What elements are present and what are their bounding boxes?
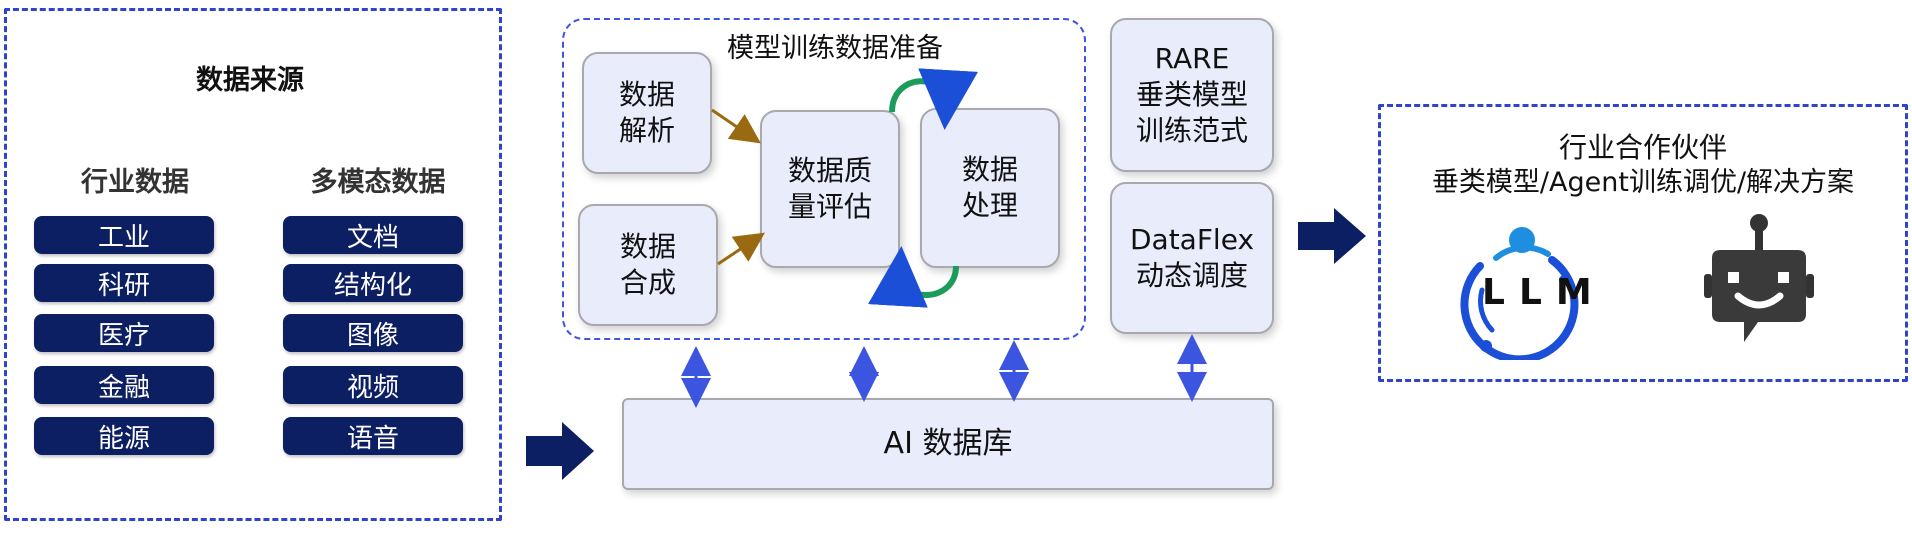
data-synth-label: 数据 合成	[619, 230, 676, 299]
ai-database-label: AI 数据库	[883, 425, 1013, 461]
industry-data-title: 行业数据	[81, 167, 189, 198]
rare-node: RARE 垂类模型 训练范式	[1110, 18, 1274, 172]
data-process-node: 数据 处理	[920, 108, 1060, 268]
data-quality-label: 数据质 量评估	[787, 154, 872, 223]
data-sources-title: 数据来源	[196, 65, 304, 96]
rare-label: RARE 垂类模型 训练范式	[1135, 42, 1248, 147]
industry-item-finance: 金融	[34, 366, 214, 404]
synth-to-quality-arrow	[717, 232, 765, 266]
partners-subtitle: 垂类模型/Agent训练调优/解决方案	[1431, 167, 1855, 198]
data-quality-node: 数据质 量评估	[760, 110, 900, 268]
industry-item-research: 科研	[34, 264, 214, 302]
parse-to-quality-arrow	[711, 108, 761, 144]
data-process-label: 数据 处理	[961, 153, 1018, 222]
data-parse-node: 数据 解析	[582, 52, 712, 174]
industry-item-energy: 能源	[34, 417, 214, 455]
ai-database-node: AI 数据库	[622, 398, 1274, 490]
llm-ring-icon	[1460, 227, 1579, 364]
data-synth-node: 数据 合成	[578, 204, 718, 326]
industry-item-industrial: 工业	[34, 216, 214, 254]
multimodal-item-documents: 文档	[283, 216, 463, 254]
partners-title: 行业合作伙伴	[1558, 131, 1727, 164]
data-sources-panel	[4, 8, 502, 521]
multimodal-item-audio: 语音	[283, 417, 463, 455]
industry-item-medical: 医疗	[34, 314, 214, 352]
training-prep-panel	[562, 18, 1086, 340]
multimodal-data-title: 多模态数据	[310, 167, 446, 198]
llm-logo: LLM	[1452, 220, 1612, 364]
multimodal-item-structured: 结构化	[283, 264, 463, 302]
training-prep-title: 模型训练数据准备	[700, 26, 970, 65]
platform-to-partners-block-arrow	[1298, 208, 1366, 264]
cycle-bottom-arrow	[867, 246, 959, 308]
data-parse-label: 数据 解析	[618, 78, 675, 147]
partners-panel	[1378, 104, 1908, 382]
robot-icon	[1704, 210, 1814, 360]
multimodal-item-images: 图像	[283, 314, 463, 352]
dataflex-node: DataFlex 动态调度	[1110, 182, 1274, 334]
multimodal-item-video: 视频	[283, 366, 463, 404]
cycle-top-arrow	[889, 68, 979, 130]
sources-to-db-block-arrow	[526, 422, 594, 480]
llm-logo-text: LLM	[1482, 272, 1606, 313]
dataflex-label: DataFlex 动态调度	[1129, 223, 1255, 292]
